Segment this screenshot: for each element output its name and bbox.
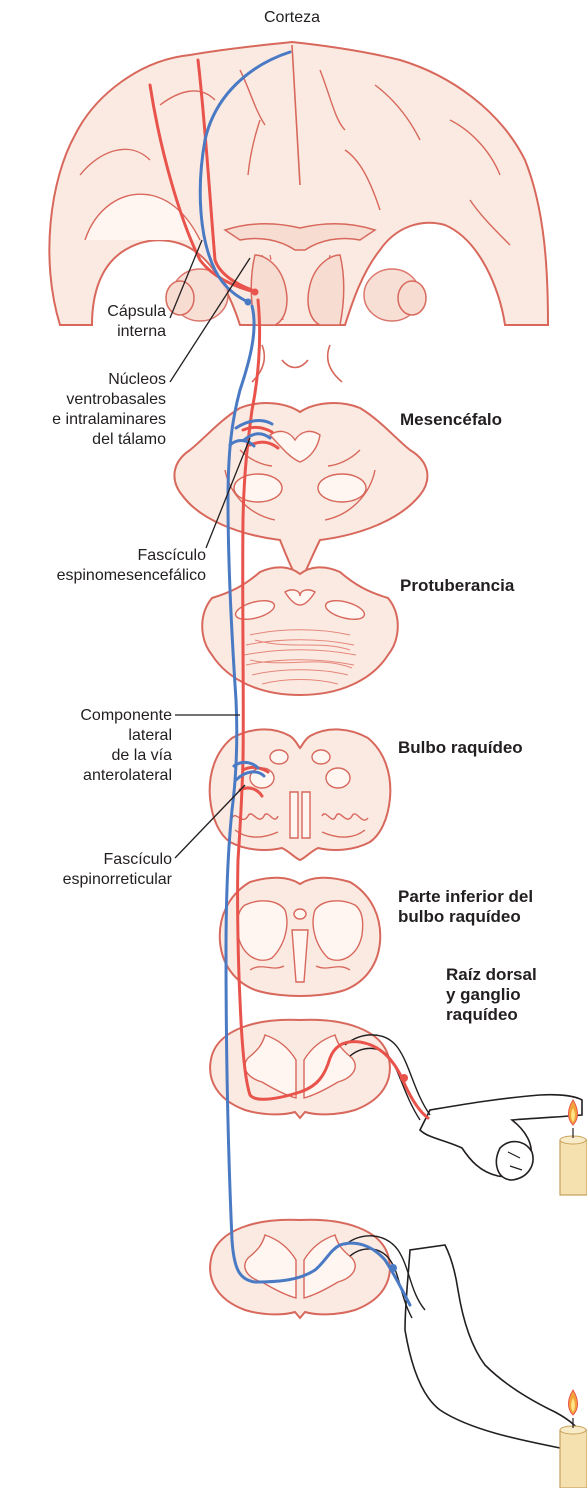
label-lateral-line3: de la vía — [30, 746, 172, 766]
label-lower-medulla-line1: Parte inferior del — [398, 887, 533, 907]
label-lower-medulla-line2: bulbo raquídeo — [398, 907, 533, 927]
label-spinomes-line2: espinomesencefálico — [6, 566, 206, 586]
label-lateral-line4: anterolateral — [30, 766, 172, 786]
label-lateral-component: Componente lateral de la vía anterolater… — [30, 706, 172, 786]
label-thalamic-line3: e intralaminares — [10, 410, 166, 430]
label-pons: Protuberancia — [400, 576, 514, 596]
label-lateral-line1: Componente — [30, 706, 172, 726]
label-lateral-line2: lateral — [30, 726, 172, 746]
label-dorsal-root: Raíz dorsal y ganglio raquídeo — [446, 965, 537, 1025]
label-thalamic-line4: del tálamo — [10, 430, 166, 450]
label-lower-medulla: Parte inferior del bulbo raquídeo — [398, 887, 533, 927]
label-internal-capsule: Cápsula interna — [60, 302, 166, 342]
label-spinomes-line1: Fascículo — [6, 546, 206, 566]
foot-illustration — [405, 1245, 582, 1449]
spinal-cord-upper-section — [210, 1020, 390, 1118]
label-spinoret-line1: Fascículo — [30, 850, 172, 870]
label-thalamic-line2: ventrobasales — [10, 390, 166, 410]
midbrain-section — [174, 403, 427, 580]
label-dorsal-root-line2: y ganglio — [446, 985, 537, 1005]
candle-lower — [560, 1390, 587, 1488]
label-spinoreticular: Fascículo espinorreticular — [30, 850, 172, 890]
lower-medulla-section — [220, 878, 381, 996]
label-internal-capsule-line2: interna — [60, 322, 166, 342]
label-thalamic-line1: Núcleos — [10, 370, 166, 390]
label-spinomesencephalic: Fascículo espinomesencefálico — [6, 546, 206, 586]
label-dorsal-root-line1: Raíz dorsal — [446, 965, 537, 985]
hand-illustration — [420, 1095, 582, 1180]
label-dorsal-root-line3: raquídeo — [446, 1005, 537, 1025]
label-midbrain: Mesencéfalo — [400, 410, 502, 430]
label-thalamic-nuclei: Núcleos ventrobasales e intralaminares d… — [10, 370, 166, 450]
label-medulla: Bulbo raquídeo — [398, 738, 523, 758]
label-internal-capsule-line1: Cápsula — [60, 302, 166, 322]
label-spinoret-line2: espinorreticular — [30, 870, 172, 890]
label-cortex: Corteza — [252, 8, 332, 28]
